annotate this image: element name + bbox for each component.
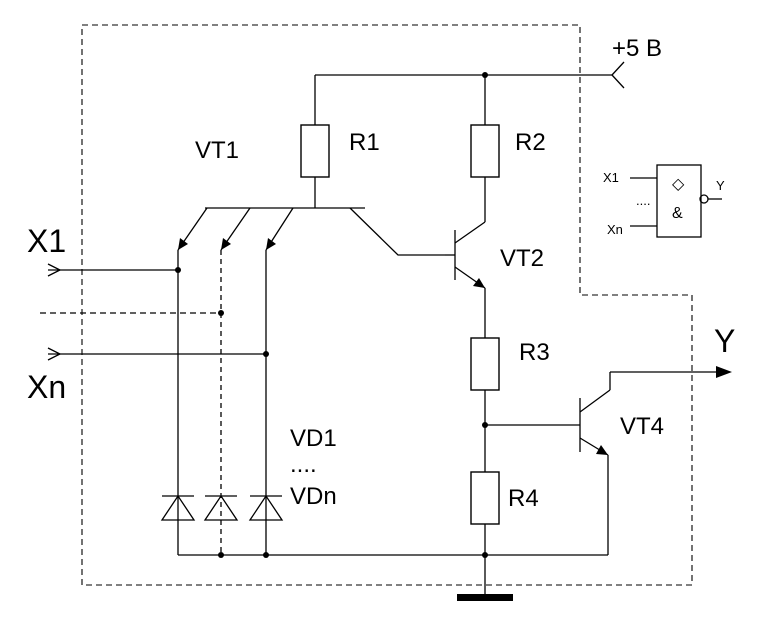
label-supply: +5 B — [612, 35, 662, 62]
transistor-vt1 — [177, 207, 445, 256]
chip-boundary — [81, 24, 693, 586]
logic-diamond: ◇ — [672, 176, 685, 193]
transistor-vt4 — [485, 372, 611, 555]
label-r2: R2 — [515, 129, 546, 156]
label-r1: R1 — [349, 129, 380, 156]
resistor-r2 — [470, 75, 500, 205]
label-input-xn: Xn — [27, 369, 66, 405]
logic-dots: .... — [636, 193, 650, 208]
diode-vd2 — [203, 494, 239, 521]
emitter-lines — [177, 250, 267, 555]
label-output-y: Y — [714, 323, 735, 359]
logic-input-x1: X1 — [603, 170, 619, 185]
logic-gate-sign: & — [672, 205, 683, 222]
resistor-r3 — [470, 288, 500, 472]
label-input-x1: X1 — [27, 223, 66, 259]
logic-output-y: Y — [716, 178, 725, 193]
logic-symbol: ◇ & X1 .... Xn Y — [603, 164, 725, 238]
power-rail — [315, 61, 625, 89]
diode-vdn — [248, 494, 284, 521]
label-r3: R3 — [519, 339, 550, 366]
transistor-vt2 — [445, 205, 486, 289]
label-vt4: VT4 — [620, 413, 664, 440]
diode-vd1 — [160, 494, 196, 521]
resistor-r1 — [300, 75, 330, 208]
label-vd1: VD1 — [290, 425, 337, 452]
input-lines — [40, 263, 269, 361]
label-vt1: VT1 — [195, 137, 239, 164]
ground-bus — [178, 552, 608, 601]
ground-symbol — [457, 594, 513, 601]
label-vdn: VDn — [290, 483, 337, 510]
logic-input-xn: Xn — [607, 222, 623, 237]
label-r4: R4 — [508, 485, 539, 512]
resistor-r4 — [470, 471, 500, 598]
label-vd-dots: .... — [290, 451, 317, 478]
output-line — [610, 366, 732, 378]
label-vt2: VT2 — [500, 245, 544, 272]
